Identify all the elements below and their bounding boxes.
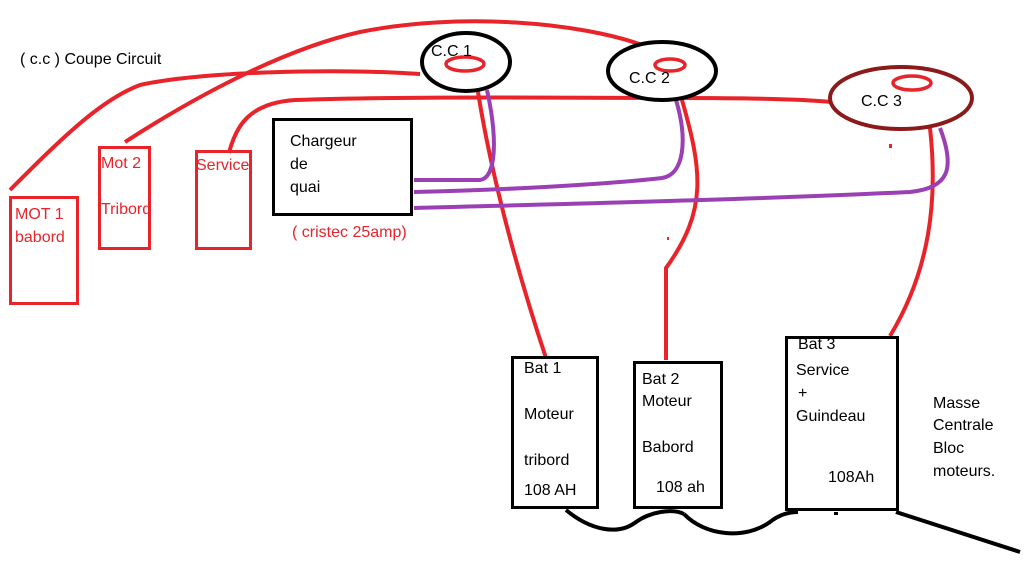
- breaker-cc2-label: C.C 2: [629, 70, 670, 87]
- battery-3-label-1: Bat 3: [798, 336, 836, 353]
- legend-text: ( c.c ) Coupe Circuit: [20, 51, 162, 68]
- load-mot2-box: [98, 146, 151, 250]
- load-service-box: [195, 150, 252, 250]
- stray-mark-2: [667, 237, 669, 240]
- battery-1-label-2: Moteur: [524, 406, 574, 423]
- breaker-cc3-label: C.C 3: [861, 93, 902, 110]
- ground-label-3: Bloc: [933, 440, 965, 457]
- wire-cc3-to-service: [227, 95, 833, 154]
- ground-label-4: moteurs.: [933, 463, 996, 480]
- battery-1-label-1: Bat 1: [524, 360, 562, 377]
- breaker-cc1-label: C.C 1: [431, 43, 472, 60]
- charger-box: [272, 118, 413, 216]
- breaker-cc1-body: [420, 31, 512, 93]
- breaker-cc3-contact: [891, 74, 933, 92]
- wire-cc1-to-mot1: [8, 69, 421, 192]
- battery-2-box: [633, 361, 723, 509]
- negative-wire-ground: [895, 510, 1021, 554]
- battery-3-capacity: 108Ah: [828, 469, 875, 486]
- battery-1-capacity: 108 AH: [524, 482, 577, 499]
- battery-2-label-2: Moteur: [642, 393, 692, 410]
- negative-wire-bat2-bat3: [682, 510, 799, 536]
- charger-wire-cc1: [414, 89, 496, 182]
- battery-2-capacity: 108 ah: [656, 479, 705, 496]
- charger-label-1: Chargeur: [290, 133, 357, 150]
- load-mot2-label-1: Mot 2: [101, 155, 142, 172]
- battery-2-label-3: Babord: [642, 439, 694, 456]
- ground-label-2: Centrale: [933, 417, 994, 434]
- charger-model-label: ( cristec 25amp): [292, 224, 407, 241]
- stray-mark-3: [834, 512, 838, 515]
- wire-cc2-to-bat2: [664, 99, 700, 360]
- charger-label-2: de: [290, 156, 308, 173]
- battery-1-box: [511, 356, 599, 509]
- breaker-cc1-contact: [444, 55, 486, 73]
- breaker-cc2-contact: [653, 57, 687, 73]
- load-mot1-label-2: babord: [15, 229, 65, 246]
- breaker-cc3-body: [828, 65, 974, 131]
- battery-3-box: [785, 336, 899, 511]
- battery-3-label-3: +: [798, 385, 808, 402]
- wire-cc3-to-bat3: [888, 127, 935, 338]
- load-mot2-label-2: Tribord: [101, 201, 149, 218]
- charger-label-3: quai: [290, 179, 321, 196]
- wire-cc1-to-bat1: [476, 91, 548, 359]
- stray-mark-1: [889, 144, 892, 148]
- load-mot1-box: [9, 196, 79, 305]
- charger-wire-cc3: [413, 127, 950, 210]
- load-service-label: Service: [196, 157, 250, 174]
- ground-label-1: Masse: [933, 395, 981, 412]
- battery-3-label-4: Guindeau: [796, 408, 866, 425]
- battery-3-label-2: Service: [796, 362, 850, 379]
- wire-cc2-to-mot2: [123, 19, 646, 144]
- load-mot1-label-1: MOT 1: [15, 206, 64, 223]
- battery-2-label-1: Bat 2: [642, 371, 680, 388]
- battery-1-label-3: tribord: [524, 452, 570, 469]
- charger-wire-cc2: [413, 99, 685, 194]
- negative-wire-bat1-bat2: [564, 508, 685, 532]
